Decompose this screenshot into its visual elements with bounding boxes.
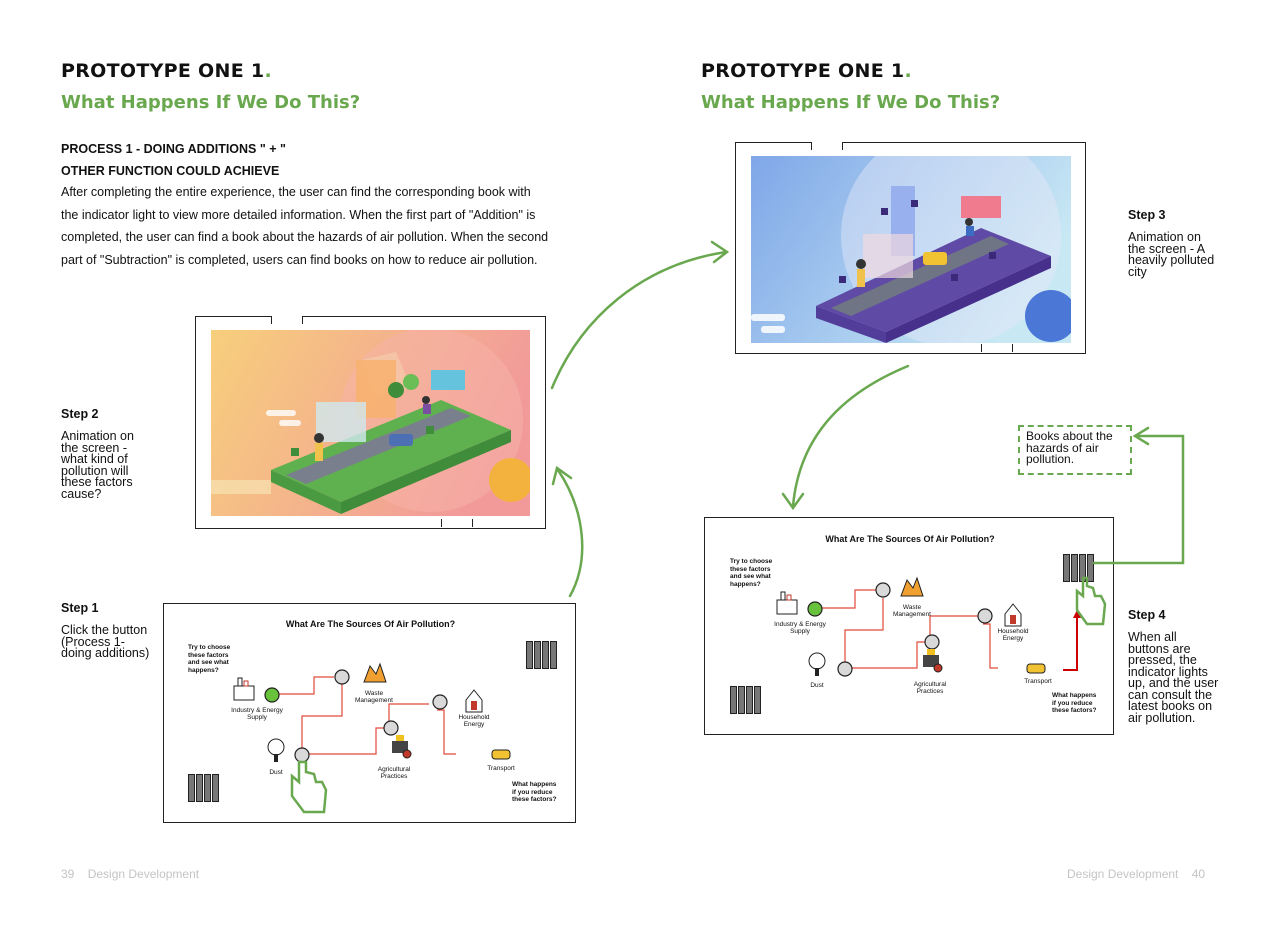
tractor-icon xyxy=(392,735,412,759)
frame-tab xyxy=(271,316,303,324)
board-title: What Are The Sources Of Air Pollution? xyxy=(825,534,995,544)
tree-dust-icon xyxy=(808,652,826,676)
polluted-scene-illustration-warm xyxy=(211,330,530,516)
factor-button xyxy=(977,608,993,624)
factor-button xyxy=(837,661,853,677)
screen-frame-cool xyxy=(735,142,1086,354)
right-page-subtitle: What Happens If We Do This? xyxy=(701,92,1001,113)
polluted-scene-illustration-cool xyxy=(751,156,1071,343)
process-heading-line-2: OTHER FUNCTION COULD ACHIEVE xyxy=(61,164,280,178)
house-icon xyxy=(1004,603,1022,627)
left-page-title: PROTOTYPE ONE 1. xyxy=(61,60,272,82)
pointing-hand-icon xyxy=(1075,576,1107,626)
pointing-hand-icon xyxy=(290,760,328,814)
factor-button xyxy=(875,582,891,598)
pollution-sources-board-right: What Are The Sources Of Air Pollution? T… xyxy=(704,517,1114,735)
car-icon xyxy=(491,749,511,760)
footer-left: 39 Design Development xyxy=(61,867,200,881)
step-1-description: Click the button(Process 1-doing additio… xyxy=(61,623,150,660)
screen-frame-warm xyxy=(195,316,546,529)
footer-right: Design Development 40 xyxy=(1067,867,1206,881)
indicator-book-bars xyxy=(730,686,761,714)
process-heading-line-1: PROCESS 1 - DOING ADDITIONS " + " xyxy=(61,142,286,156)
step-2-heading: Step 2 xyxy=(61,407,99,421)
factor-button xyxy=(432,694,448,710)
industry-icon xyxy=(233,677,255,701)
step-3-heading: Step 3 xyxy=(1128,208,1166,222)
board-flow-diagram xyxy=(233,662,511,814)
dust-label: Dust xyxy=(269,769,283,776)
arrow-step1-to-step2 xyxy=(556,468,584,598)
factor-button xyxy=(383,720,399,736)
process-description: After completing the entire experience, … xyxy=(61,185,549,267)
indicator-book-bars xyxy=(526,641,557,669)
factor-button-active xyxy=(807,601,823,617)
board-title: What Are The Sources Of Air Pollution? xyxy=(285,619,456,629)
factor-button-active xyxy=(264,687,280,703)
tractor-icon xyxy=(923,649,943,673)
step-1-heading: Step 1 xyxy=(61,601,99,615)
dust-label: Dust xyxy=(810,682,824,689)
pollution-sources-board-left: What Are The Sources Of Air Pollution? T… xyxy=(163,603,576,823)
arrow-step3-to-step4 xyxy=(791,364,910,508)
transport-label: Transport xyxy=(487,765,515,772)
left-page-subtitle: What Happens If We Do This? xyxy=(61,92,361,113)
fire-icon xyxy=(900,576,924,597)
indicator-book-bars xyxy=(188,774,219,802)
frame-tab xyxy=(981,344,1013,352)
frame-tab xyxy=(441,519,473,527)
step-4-heading: Step 4 xyxy=(1128,608,1166,622)
board-flow-diagram xyxy=(776,576,1107,677)
industry-icon xyxy=(776,591,798,615)
arrow-board-to-callout xyxy=(1092,434,1185,565)
transport-label: Transport xyxy=(1024,678,1052,685)
frame-tab xyxy=(811,142,843,150)
tree-dust-icon xyxy=(267,738,285,762)
house-icon xyxy=(465,689,483,713)
factor-button xyxy=(334,669,350,685)
car-icon xyxy=(1026,663,1046,674)
arrow-step2-to-step3 xyxy=(550,250,728,390)
right-page-title: PROTOTYPE ONE 1. xyxy=(701,60,912,82)
fire-icon xyxy=(363,662,387,683)
